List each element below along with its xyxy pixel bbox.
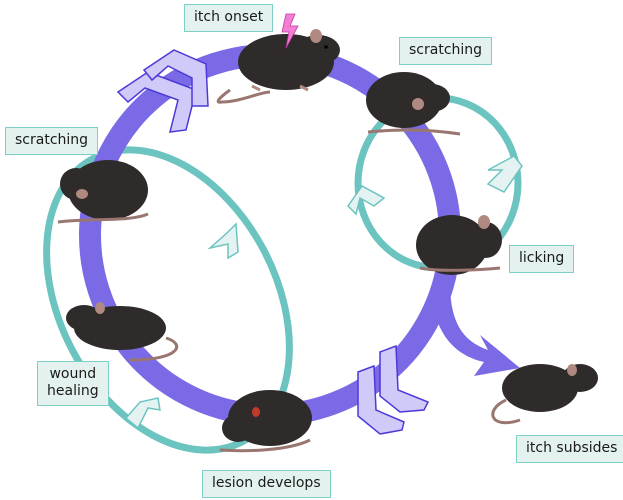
label-wound-healing: wound healing: [37, 361, 109, 406]
lightning-icon: [281, 13, 299, 49]
exit-arrow: [432, 290, 520, 376]
mouse-scratching-right: [366, 72, 461, 136]
mouse-licking: [416, 215, 502, 275]
label-itch-subsides: itch subsides: [516, 435, 623, 463]
main-itch-cycle: [79, 44, 461, 426]
label-itch-onset: itch onset: [184, 4, 274, 32]
chevron-up-right-icon: [116, 49, 209, 133]
label-scratching-right: scratching: [399, 37, 493, 65]
mouse-wound-healing: [66, 302, 178, 362]
chevron-down-left-icon: [357, 344, 430, 435]
teal-chevron-icon: [124, 155, 523, 430]
mouse-lesion-develops: [219, 390, 312, 453]
label-wound-healing-line1: wound: [49, 366, 97, 382]
label-scratching-left: scratching: [5, 127, 99, 155]
lesion-mark: [252, 407, 260, 417]
mouse-itch-onset: [216, 13, 340, 104]
label-lesion-develops: lesion develops: [202, 470, 331, 498]
wound-healing-loop: [43, 146, 293, 454]
mouse-scratching-left: [57, 160, 149, 224]
mouse-itch-subsides: [491, 364, 598, 425]
label-licking: licking: [509, 245, 575, 273]
label-wound-healing-line2: healing: [47, 383, 99, 399]
